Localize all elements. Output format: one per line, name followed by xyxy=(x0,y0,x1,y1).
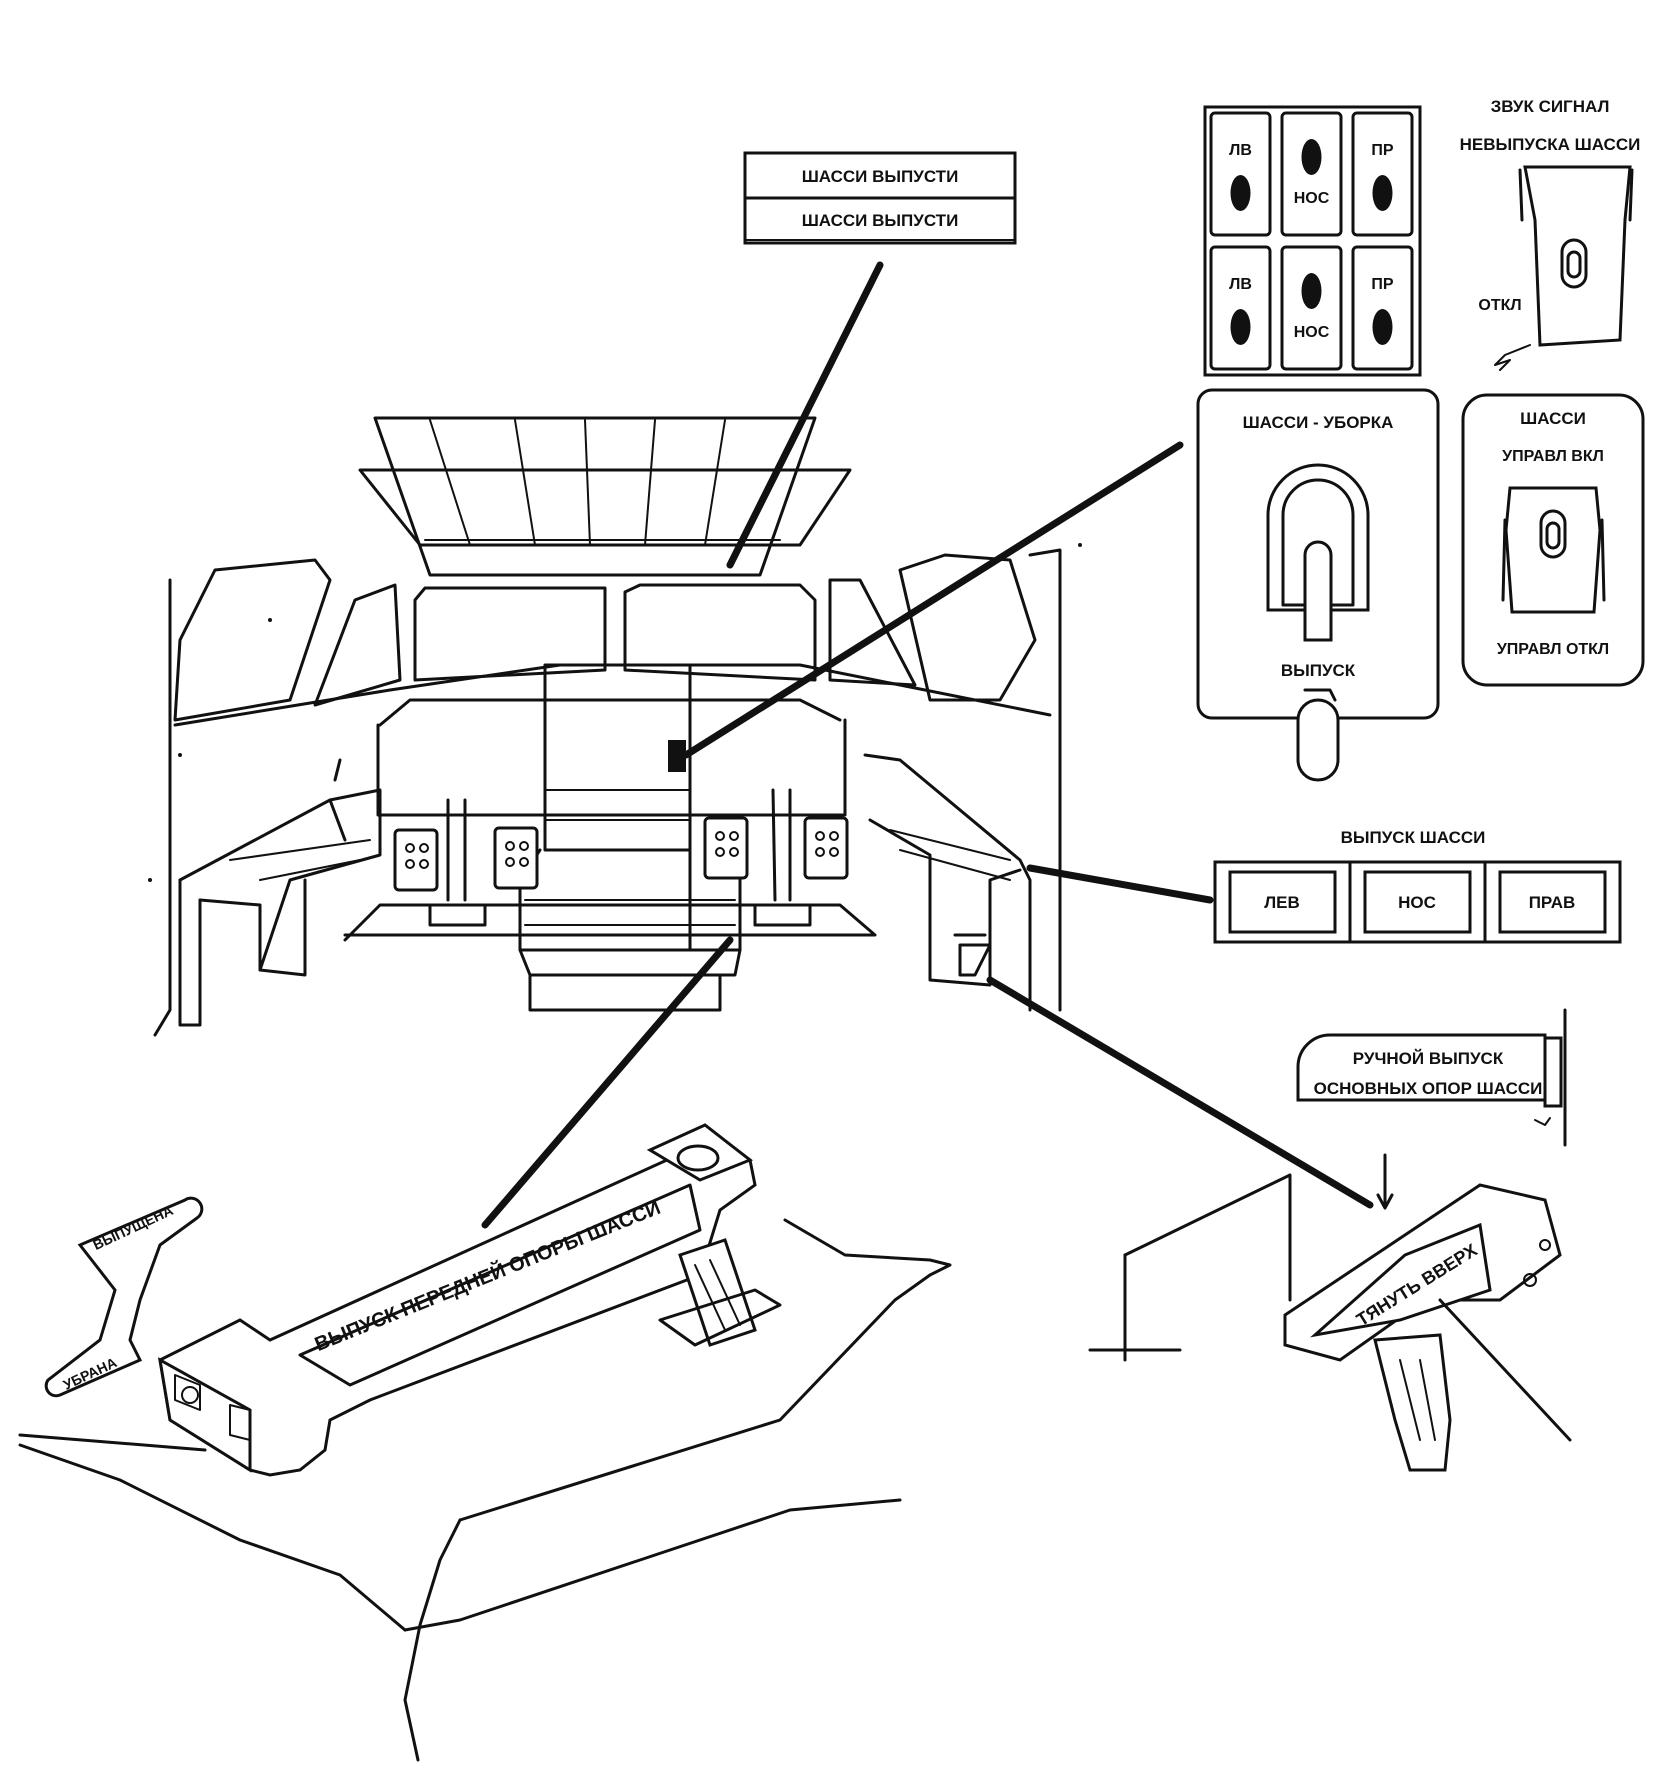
gear-light-label: ЛВ xyxy=(1229,142,1252,159)
gear-extension-button-label: НОС xyxy=(1398,893,1436,912)
tablo-gear-extend-top: ШАССИ ВЫПУСТИ xyxy=(802,167,959,186)
gear-light-label: ПР xyxy=(1371,276,1394,293)
gear-light-label: ПР xyxy=(1371,142,1394,159)
gear-extension-panel: ВЫПУСК ШАССИ ЛЕВ НОС ПРАВ xyxy=(1213,828,1622,944)
gear-control-on-label[interactable]: УПРАВЛ ВКЛ xyxy=(1502,448,1604,465)
gear-indicator-lamp xyxy=(1301,139,1322,175)
gear-light-label: НОС xyxy=(1294,190,1330,207)
main-gear-manual-handle[interactable]: ТЯНУТЬ ВВЕРХ xyxy=(1088,1153,1572,1472)
gear-light-cell xyxy=(1351,111,1414,237)
horn-title-line2: НЕВЫПУСКА ШАССИ xyxy=(1460,135,1641,154)
gear-light-cell xyxy=(1209,245,1272,371)
manual-release-line1: РУЧНОЙ ВЫПУСК xyxy=(1353,1049,1504,1068)
gear-light-cell xyxy=(1209,111,1272,237)
manual-release-line2: ОСНОВНЫХ ОПОР ШАССИ xyxy=(1314,1079,1543,1098)
gear-light-cell xyxy=(1351,245,1414,371)
right-rudder-pedals xyxy=(703,788,849,927)
gear-extension-button[interactable] xyxy=(1498,870,1607,934)
horn-title-line1: ЗВУК СИГНАЛ xyxy=(1491,97,1610,116)
tablo-gear-extend-bottom: ШАССИ ВЫПУСТИ xyxy=(802,211,959,230)
horn-off-label: ОТКЛ xyxy=(1478,297,1521,314)
gear-indicator-lamp xyxy=(1230,309,1251,345)
gear-lever-panel: ШАССИ - УБОРКА ВЫПУСК xyxy=(1196,388,1440,782)
callout-leader-lines xyxy=(481,261,1374,1229)
gear-lever-extend-label[interactable]: ВЫПУСК xyxy=(1281,661,1356,680)
gear-warning-tablo-stack: ШАССИ ВЫПУСТИ ШАССИ ВЫПУСТИ xyxy=(743,151,1017,245)
gear-control-off-label[interactable]: УПРАВЛ ОТКЛ xyxy=(1497,641,1609,658)
gear-indicator-lamp xyxy=(1301,273,1322,309)
gear-control-title: ШАССИ xyxy=(1520,409,1586,428)
gear-light-label: ЛВ xyxy=(1229,276,1252,293)
gear-extension-title: ВЫПУСК ШАССИ xyxy=(1341,828,1486,847)
cockpit-overview xyxy=(148,416,1082,1037)
gear-lever-knob[interactable] xyxy=(1296,698,1340,782)
gear-indicator-lamp xyxy=(1372,309,1393,345)
gear-extension-button[interactable] xyxy=(1228,870,1337,934)
left-rudder-pedals xyxy=(393,798,539,927)
manual-release-plate: РУЧНОЙ ВЫПУСК ОСНОВНЫХ ОПОР ШАССИ xyxy=(1296,1008,1567,1147)
gear-extension-button[interactable] xyxy=(1363,870,1472,934)
gear-indicator-lamp xyxy=(1230,175,1251,211)
gear-control-switch-panel: ШАССИ УПРАВЛ ВКЛ УПРАВЛ ОТКЛ xyxy=(1461,393,1645,687)
gear-horn-cutout-switch: ЗВУК СИГНАЛ НЕВЫПУСКА ШАССИ ОТКЛ xyxy=(1460,97,1641,371)
gear-position-lights-panel: ЛВ НОС ПР ЛВ НОС ПР xyxy=(1203,105,1422,377)
gear-lever-panel-title: ШАССИ - УБОРКА xyxy=(1243,413,1394,432)
gear-extension-button-label: ЛЕВ xyxy=(1264,893,1300,912)
gear-light-label: НОС xyxy=(1294,324,1330,341)
gear-extension-button-label: ПРАВ xyxy=(1529,893,1576,912)
gear-indicator-lamp xyxy=(1372,175,1393,211)
